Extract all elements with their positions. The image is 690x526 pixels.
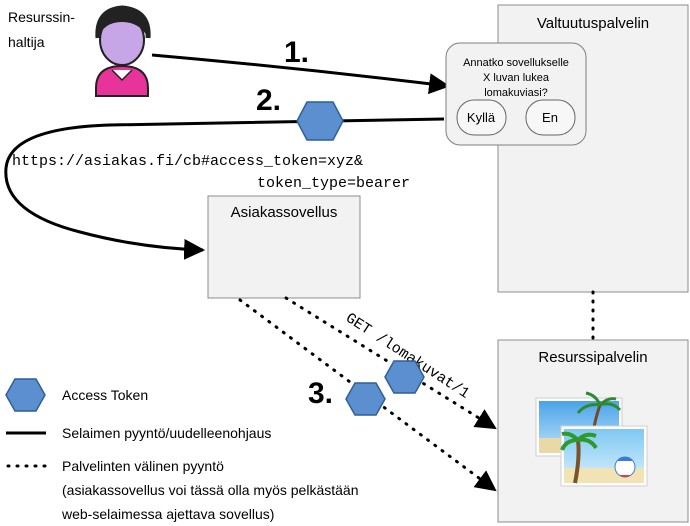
legend-solid-label: Selaimen pyyntö/uudelleenohjaus	[62, 425, 271, 441]
legend-token-label: Access Token	[62, 387, 148, 403]
yes-button-label: Kyllä	[467, 110, 496, 125]
legend: Access Token Selaimen pyyntö/uudelleenoh…	[5, 378, 358, 522]
hexagon-token-icon	[5, 378, 46, 412]
consent-line-2: X luvan lukea	[483, 72, 550, 84]
consent-line-1: Annatko sovellukselle	[463, 57, 569, 69]
hexagon-token-icon	[345, 382, 386, 416]
legend-dotted-label-1: Palvelinten välinen pyyntö	[62, 458, 224, 474]
resource-owner-label-line2: haltija	[8, 34, 45, 50]
client-application-label: Asiakassovellus	[231, 204, 338, 221]
legend-dotted-label-3: web-selaimessa ajettava sovellus)	[61, 506, 274, 522]
hexagon-token-icon	[384, 360, 425, 394]
authorization-server-label: Valtuutuspalvelin	[537, 15, 649, 32]
step2-label: 2.	[256, 84, 281, 117]
resource-owner-label-line1: Resurssin-	[8, 9, 75, 25]
yes-button[interactable]: Kyllä	[456, 99, 507, 136]
step2-redirect-arrow	[4, 117, 445, 260]
no-button-label: En	[542, 110, 558, 125]
photo-stack-icon	[535, 391, 648, 487]
step1-label: 1.	[284, 36, 309, 69]
redirect-url-line1: https://asiakas.fi/cb#access_token=xyz&	[12, 153, 363, 170]
resource-server-label: Resurssipalvelin	[538, 349, 647, 366]
no-button[interactable]: En	[525, 99, 576, 136]
step1-arrow	[151, 53, 451, 95]
legend-dotted-label-2: (asiakassovellus voi tässä olla myös pel…	[62, 482, 358, 498]
api-request-arrow-lower	[238, 298, 497, 492]
consent-dialog: Annatko sovellukselle X luvan lukea loma…	[445, 42, 587, 146]
person-icon	[95, 5, 151, 97]
step3-label: 3.	[308, 377, 333, 410]
hexagon-token-icon	[296, 101, 344, 141]
client-application: Asiakassovellus	[207, 195, 361, 299]
consent-line-3: lomakuviasi?	[484, 87, 548, 99]
redirect-url-line2: token_type=bearer	[257, 175, 410, 192]
